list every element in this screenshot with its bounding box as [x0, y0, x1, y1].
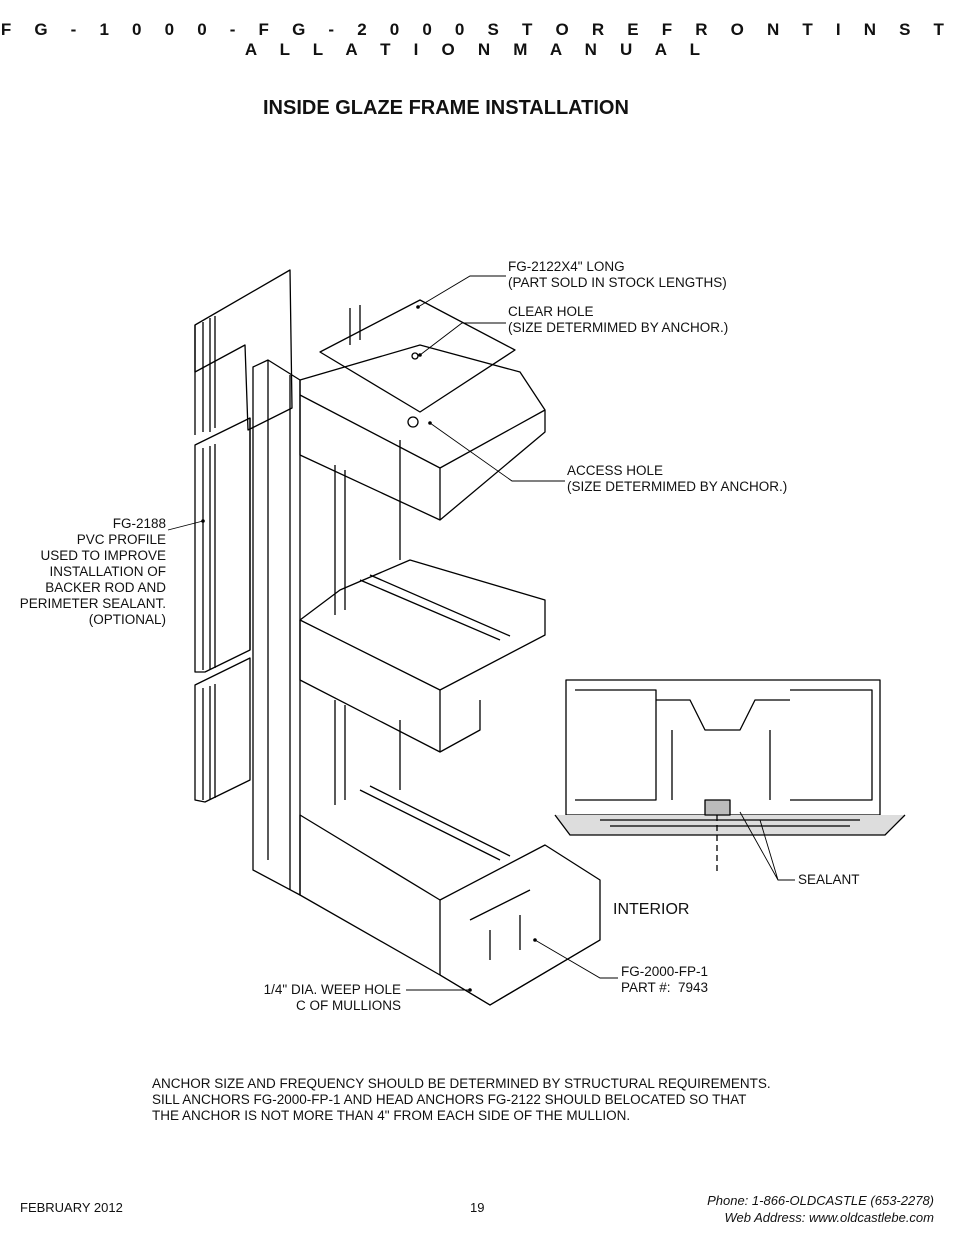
pvc-profile-callout: FG-2188 PVC PROFILE USED TO IMPROVE INST… [19, 516, 166, 627]
clear-hole-callout: CLEAR HOLE (SIZE DETERMIMED BY ANCHOR.) [508, 304, 729, 335]
sill-member [299, 785, 601, 1006]
footer-phone: Phone: 1-866-OLDCASTLE (653-2278) [707, 1193, 934, 1208]
section-detail [554, 679, 906, 875]
head-anchor-callout: FG-2122X4" LONG (PART SOLD IN STOCK LENG… [508, 259, 727, 290]
anchor-note: ANCHOR SIZE AND FREQUENCY SHOULD BE DETE… [152, 1076, 771, 1123]
manual-header: F G - 1 0 0 0 - F G - 2 0 0 0 S T O R E … [0, 20, 954, 59]
pvc-profile-strips [194, 269, 293, 803]
jamb [252, 359, 301, 896]
weep-hole-callout: 1/4" DIA. WEEP HOLE C OF MULLIONS [263, 982, 401, 1013]
sealant-callout: SEALANT [798, 872, 860, 887]
footer-contact: Phone: 1-866-OLDCASTLE (653-2278) Web Ad… [634, 1192, 934, 1226]
glass-pocket [334, 440, 401, 805]
page-number: 19 [470, 1200, 485, 1215]
access-hole-callout: ACCESS HOLE (SIZE DETERMIMED BY ANCHOR.) [567, 463, 788, 494]
footer-web: Web Address: www.oldcastlebe.com [724, 1210, 934, 1225]
leader-lines [167, 275, 795, 991]
section-title: INSIDE GLAZE FRAME INSTALLATION [263, 97, 629, 119]
head-member [299, 299, 546, 521]
sill-anchor-callout: FG-2000-FP-1 PART #: 7943 [621, 964, 709, 995]
intermediate-member [299, 559, 546, 753]
footer-date: FEBRUARY 2012 [20, 1200, 123, 1215]
interior-label: INTERIOR [613, 901, 690, 918]
